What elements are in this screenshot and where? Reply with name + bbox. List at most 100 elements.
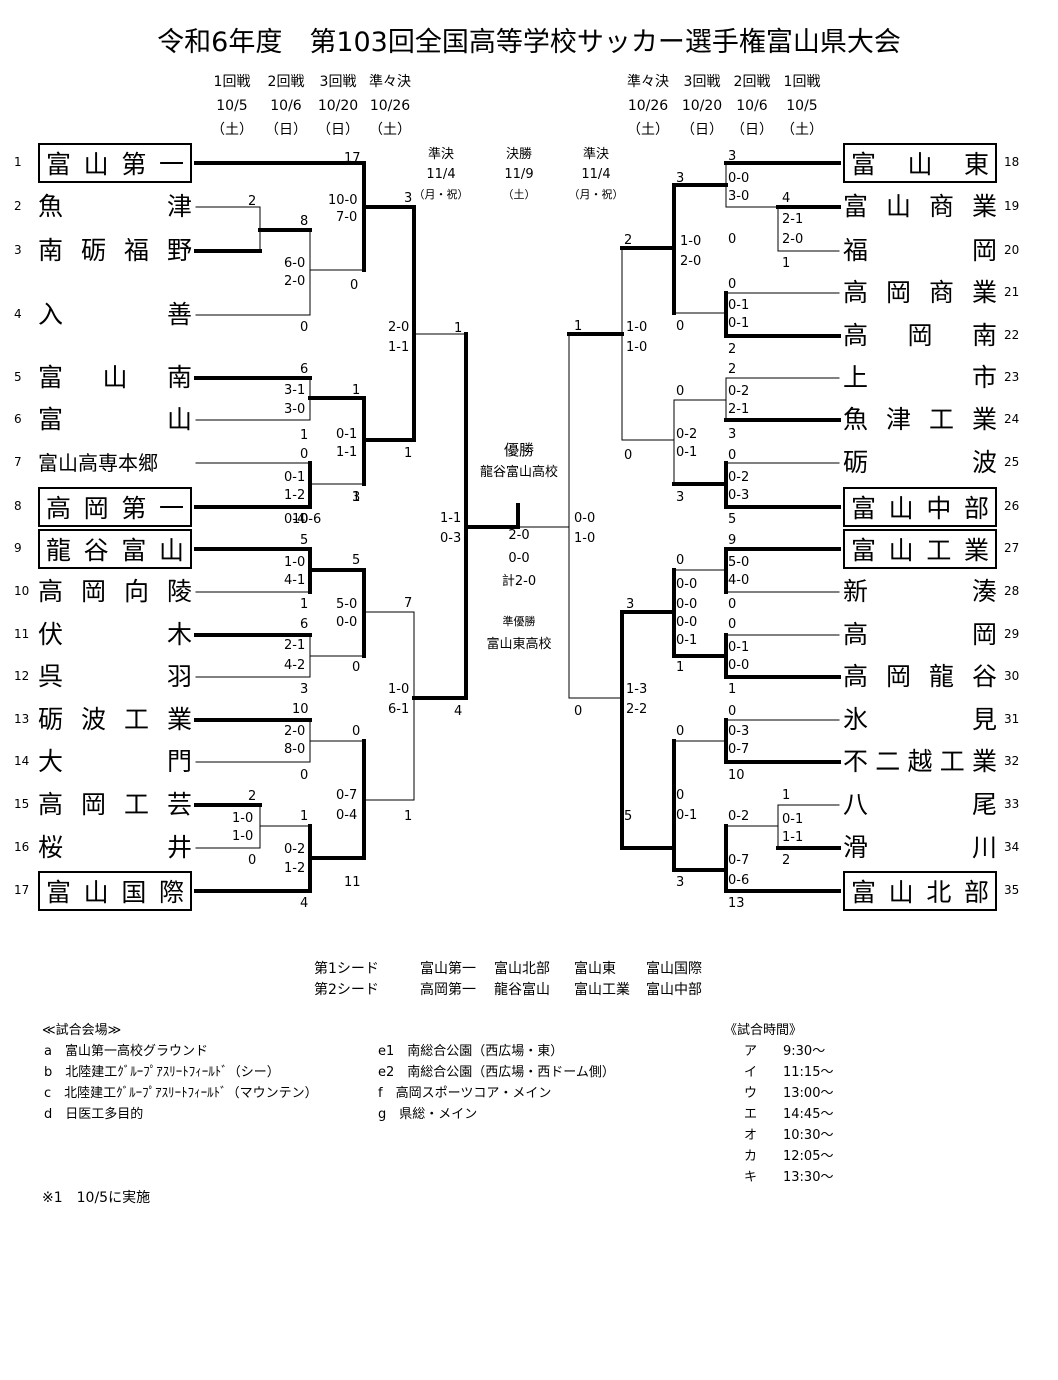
team-number: 16 <box>14 840 30 854</box>
left-score: 0-3 <box>440 531 462 546</box>
team-number: 4 <box>14 307 22 321</box>
team-2: 魚津 <box>38 187 192 227</box>
team-name: 氷見 <box>843 705 997 734</box>
seed-2-label: 第2シード <box>314 982 379 998</box>
right-round-4-date: 10/5 <box>786 98 818 114</box>
right-score: 3 <box>728 427 737 442</box>
right-score: 0-1 <box>728 640 750 655</box>
left-score: 4 <box>300 896 309 911</box>
left-score: 2 <box>248 194 257 209</box>
right-score: 1 <box>782 788 791 803</box>
right-round-4-day: （土） <box>781 122 823 138</box>
team-number: 8 <box>14 499 22 513</box>
right-score: 0 <box>676 724 685 739</box>
right-score: 3 <box>676 875 685 890</box>
team-24: 魚津工業 <box>843 400 997 440</box>
left-score: 1-2 <box>284 861 306 876</box>
team-33: 八尾 <box>843 785 997 825</box>
left-round-4-name: 準々決 <box>369 74 411 90</box>
left-score: 2-0 <box>284 724 306 739</box>
left-score: 1 <box>404 809 413 824</box>
team-number: 30 <box>1004 669 1020 683</box>
right-score: 2 <box>782 853 791 868</box>
team-name: 魚津工業 <box>843 405 997 434</box>
left-round-3-name: 3回戦 <box>319 74 357 90</box>
left-score: 1-0 <box>232 829 254 844</box>
team-name: 南砺福野 <box>38 236 192 265</box>
team-29: 高岡 <box>843 615 997 655</box>
team-number: 9 <box>14 541 22 555</box>
right-score: 2-0 <box>782 232 804 247</box>
team-number: 13 <box>14 712 30 726</box>
final-score-total: 計2-0 <box>501 574 537 589</box>
right-round-2-day: （日） <box>681 122 723 138</box>
left-score: 2-0 <box>388 320 410 335</box>
left-score: 8-0 <box>284 742 306 757</box>
team-number: 2 <box>14 199 22 213</box>
team-number: 35 <box>1004 883 1020 897</box>
team-name: 富山東 <box>851 150 989 179</box>
team-name: 福岡 <box>843 236 997 265</box>
team-6: 富山 <box>38 400 192 440</box>
team-31: 氷見 <box>843 700 997 740</box>
center-round-3-day: （月・祝） <box>568 188 624 201</box>
team-name: 富山第一 <box>46 150 184 179</box>
left-score: 0-2 <box>284 842 306 857</box>
team-name: 桜井 <box>38 833 192 862</box>
team-18: 富山東 <box>843 143 997 183</box>
right-score: 0 <box>624 448 633 463</box>
team-number: 1 <box>14 155 22 169</box>
runner-up-label: 準優勝 <box>502 615 536 628</box>
seed-2-team-2: 龍谷富山 <box>494 982 550 998</box>
right-score: 0-0 <box>676 577 698 592</box>
team-name: 富山中部 <box>851 494 989 523</box>
right-score: 0 <box>574 704 583 719</box>
right-score: 1-0 <box>680 234 702 249</box>
right-score: 1 <box>728 682 737 697</box>
right-score: 0 <box>728 277 737 292</box>
right-score: 5 <box>624 809 633 824</box>
team-name: 砺波工業 <box>38 705 192 734</box>
right-score: 0-1 <box>728 316 750 331</box>
right-round-1-day: （土） <box>627 122 669 138</box>
right-score: 0-1 <box>782 812 804 827</box>
right-score: 3 <box>728 149 737 164</box>
team-number: 24 <box>1004 412 1020 426</box>
team-number: 10 <box>14 584 30 598</box>
left-score: 2-1 <box>284 638 306 653</box>
right-score: 0 <box>676 553 685 568</box>
left-score: 2 <box>248 789 257 804</box>
team-number: 3 <box>14 243 22 257</box>
right-score: 0 <box>676 319 685 334</box>
left-round-1-day: （土） <box>211 122 253 138</box>
team-name: 高岡第一 <box>46 494 184 523</box>
right-score: 9 <box>728 533 737 548</box>
venue-item: d 日医工多目的 <box>44 1107 144 1122</box>
team-number: 17 <box>14 883 30 897</box>
left-score: 1 <box>404 446 413 461</box>
center-round-1-day: （月・祝） <box>413 188 469 201</box>
left-round-4-date: 10/26 <box>369 98 411 114</box>
left-round-2-day: （日） <box>265 122 307 138</box>
team-number: 7 <box>14 455 22 469</box>
center-round-3-name: 準決 <box>582 147 609 162</box>
right-score: 0-0 <box>676 615 698 630</box>
left-score: 1-1 <box>388 340 410 355</box>
center-round-2-day: （土） <box>502 188 536 201</box>
team-3: 南砺福野 <box>38 231 192 271</box>
right-score: 1-0 <box>626 320 648 335</box>
right-round-4-name: 1回戦 <box>783 74 821 90</box>
team-name: 不二越工業 <box>843 747 997 776</box>
seed-2-team-4: 富山中部 <box>646 982 702 998</box>
left-score: 1-0 <box>232 811 254 826</box>
team-name: 富山国際 <box>46 878 184 907</box>
right-score: 5-0 <box>728 555 750 570</box>
left-round-3-day: （日） <box>317 122 359 138</box>
venue-item: a 富山第一高校グラウンド <box>44 1044 208 1059</box>
right-score: 2-1 <box>782 212 804 227</box>
team-name: 富山南 <box>38 363 192 392</box>
right-score: 0 <box>676 384 685 399</box>
right-round-3-day: （日） <box>731 122 773 138</box>
left-score: 6 <box>300 362 309 377</box>
team-number: 25 <box>1004 455 1020 469</box>
